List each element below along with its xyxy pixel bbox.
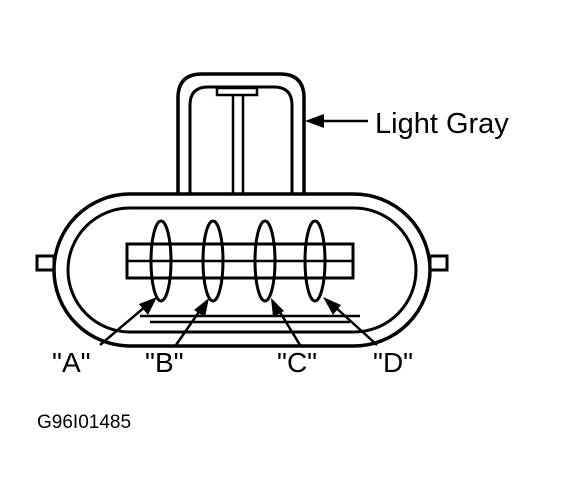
figure-code: G96I01485 <box>37 412 131 433</box>
arrow-pin-a <box>99 297 157 346</box>
pin-label-a: "A" <box>52 347 91 378</box>
terminal-pins <box>149 219 327 303</box>
connector-body <box>35 192 449 348</box>
pin-c <box>253 219 277 303</box>
arrow-color-callout <box>305 114 368 128</box>
pin-d <box>303 219 327 303</box>
pin-label-b: "B" <box>145 347 184 378</box>
arrow-pin-d <box>323 297 378 346</box>
arrow-pin-c <box>271 298 302 346</box>
locking-tab <box>176 72 306 195</box>
pin-b <box>201 219 225 303</box>
pin-label-c: "C" <box>277 347 317 378</box>
arrow-pin-b <box>174 298 209 346</box>
color-callout-label: Light Gray <box>375 108 509 140</box>
leader-arrows <box>99 114 378 346</box>
pin-a <box>149 219 173 303</box>
terminal-bar <box>125 242 355 280</box>
pin-label-d: "D" <box>373 347 413 378</box>
